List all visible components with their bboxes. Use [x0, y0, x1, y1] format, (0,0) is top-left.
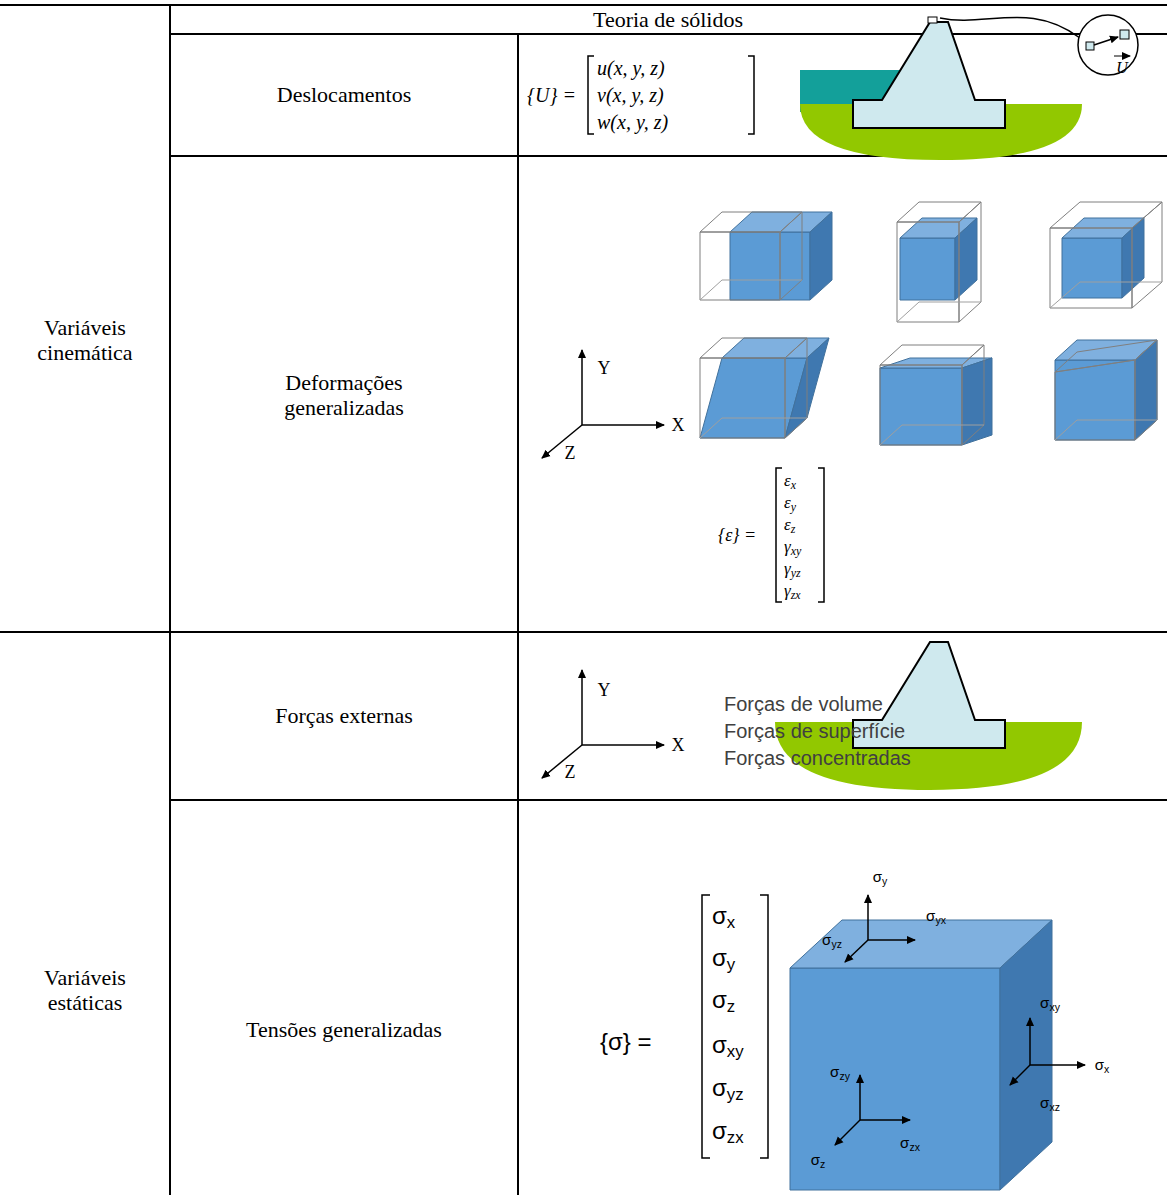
table-text: σyz	[712, 1074, 744, 1102]
cube-face	[700, 212, 802, 232]
dam-illustration	[800, 15, 1138, 160]
table-text: γzx	[784, 581, 801, 601]
table-text: Teoria de sólidos	[593, 7, 743, 32]
table-text: X	[672, 735, 685, 756]
table-text: εy	[784, 493, 796, 513]
table-text: X	[672, 415, 685, 436]
cube-face	[810, 212, 832, 300]
cube-face	[959, 202, 981, 322]
table-text: Deformações generalizadas	[239, 370, 449, 421]
cube-face	[900, 238, 955, 300]
table-text: σzy	[830, 1063, 850, 1080]
cube-face	[790, 968, 1000, 1190]
table-text: σx	[712, 902, 735, 930]
cube-face	[1062, 238, 1122, 298]
table-text: εz	[784, 515, 795, 535]
axis-symbol	[542, 350, 664, 778]
table-text: σz	[811, 1151, 826, 1168]
table-text: w(x, y, z)	[597, 111, 668, 134]
cube-edge	[880, 425, 984, 445]
table-text: u(x, y, z)	[597, 57, 665, 80]
table-grid	[0, 5, 1167, 1195]
cube-face	[1000, 920, 1052, 1190]
table-text: {U} =	[527, 84, 576, 107]
cube-edge	[700, 280, 802, 300]
table-text: σx	[1095, 1056, 1110, 1073]
cube-face	[897, 202, 981, 222]
table-text: Forças de superfície	[724, 720, 905, 743]
table-text: Z	[565, 762, 576, 783]
table-text: Variáveis estáticas	[10, 965, 160, 1016]
table-text: Forças de volume	[724, 693, 883, 716]
table-text: σxy	[712, 1031, 744, 1059]
table-text: γxy	[784, 537, 801, 557]
table-text: Deslocamentos	[277, 82, 411, 107]
table-text: Tensões generalizadas	[246, 1017, 442, 1042]
cube-face	[1055, 340, 1157, 372]
table-text: σzx	[900, 1134, 920, 1151]
cube-face	[1135, 340, 1157, 440]
table-text: U	[1116, 59, 1128, 77]
cube-face	[1050, 202, 1162, 228]
cube-face	[785, 338, 829, 438]
table-text: σxz	[1040, 1094, 1060, 1111]
cube-face	[1132, 202, 1162, 308]
table-text: σxy	[1040, 994, 1060, 1011]
table-text: σyz	[822, 931, 842, 948]
table-text: Y	[598, 358, 611, 379]
cube-edge	[1055, 420, 1157, 440]
table-text: σy	[712, 944, 735, 972]
cube-face	[730, 232, 810, 300]
table-text: v(x, y, z)	[597, 84, 664, 107]
cube-face	[1122, 218, 1144, 298]
table-text: {ε} =	[718, 525, 756, 546]
table-text: Variáveis cinemática	[10, 315, 160, 366]
cube-edge	[1050, 282, 1162, 308]
cube-face	[700, 232, 780, 300]
cube-face	[880, 345, 984, 365]
cube-face	[962, 345, 984, 445]
table-text: Y	[598, 680, 611, 701]
cube-face	[780, 212, 802, 300]
table-text: γyz	[784, 559, 801, 579]
cube-face	[897, 222, 959, 322]
cube-edge	[897, 302, 981, 322]
cube-face	[785, 338, 807, 438]
table-text: σyx	[926, 907, 946, 924]
cube-face	[1055, 360, 1135, 440]
stress-arrow	[835, 895, 1085, 1145]
table-text: σy	[873, 868, 888, 885]
cube-face	[700, 338, 807, 358]
table-text: σzx	[712, 1117, 744, 1145]
table-text: {σ} =	[600, 1028, 652, 1056]
cube-face	[1055, 360, 1135, 440]
table-text: Forças concentradas	[724, 747, 911, 770]
cube-drawings	[700, 202, 1162, 1190]
cube-face	[1050, 228, 1132, 308]
cube-face	[955, 218, 977, 300]
cube-face	[1135, 340, 1157, 440]
table-text: σz	[712, 986, 735, 1014]
cube-edge	[700, 418, 807, 438]
table-text: Forças externas	[275, 703, 412, 728]
cube-face	[880, 365, 962, 445]
table-text: Z	[565, 443, 576, 464]
table-text: εx	[784, 471, 796, 491]
